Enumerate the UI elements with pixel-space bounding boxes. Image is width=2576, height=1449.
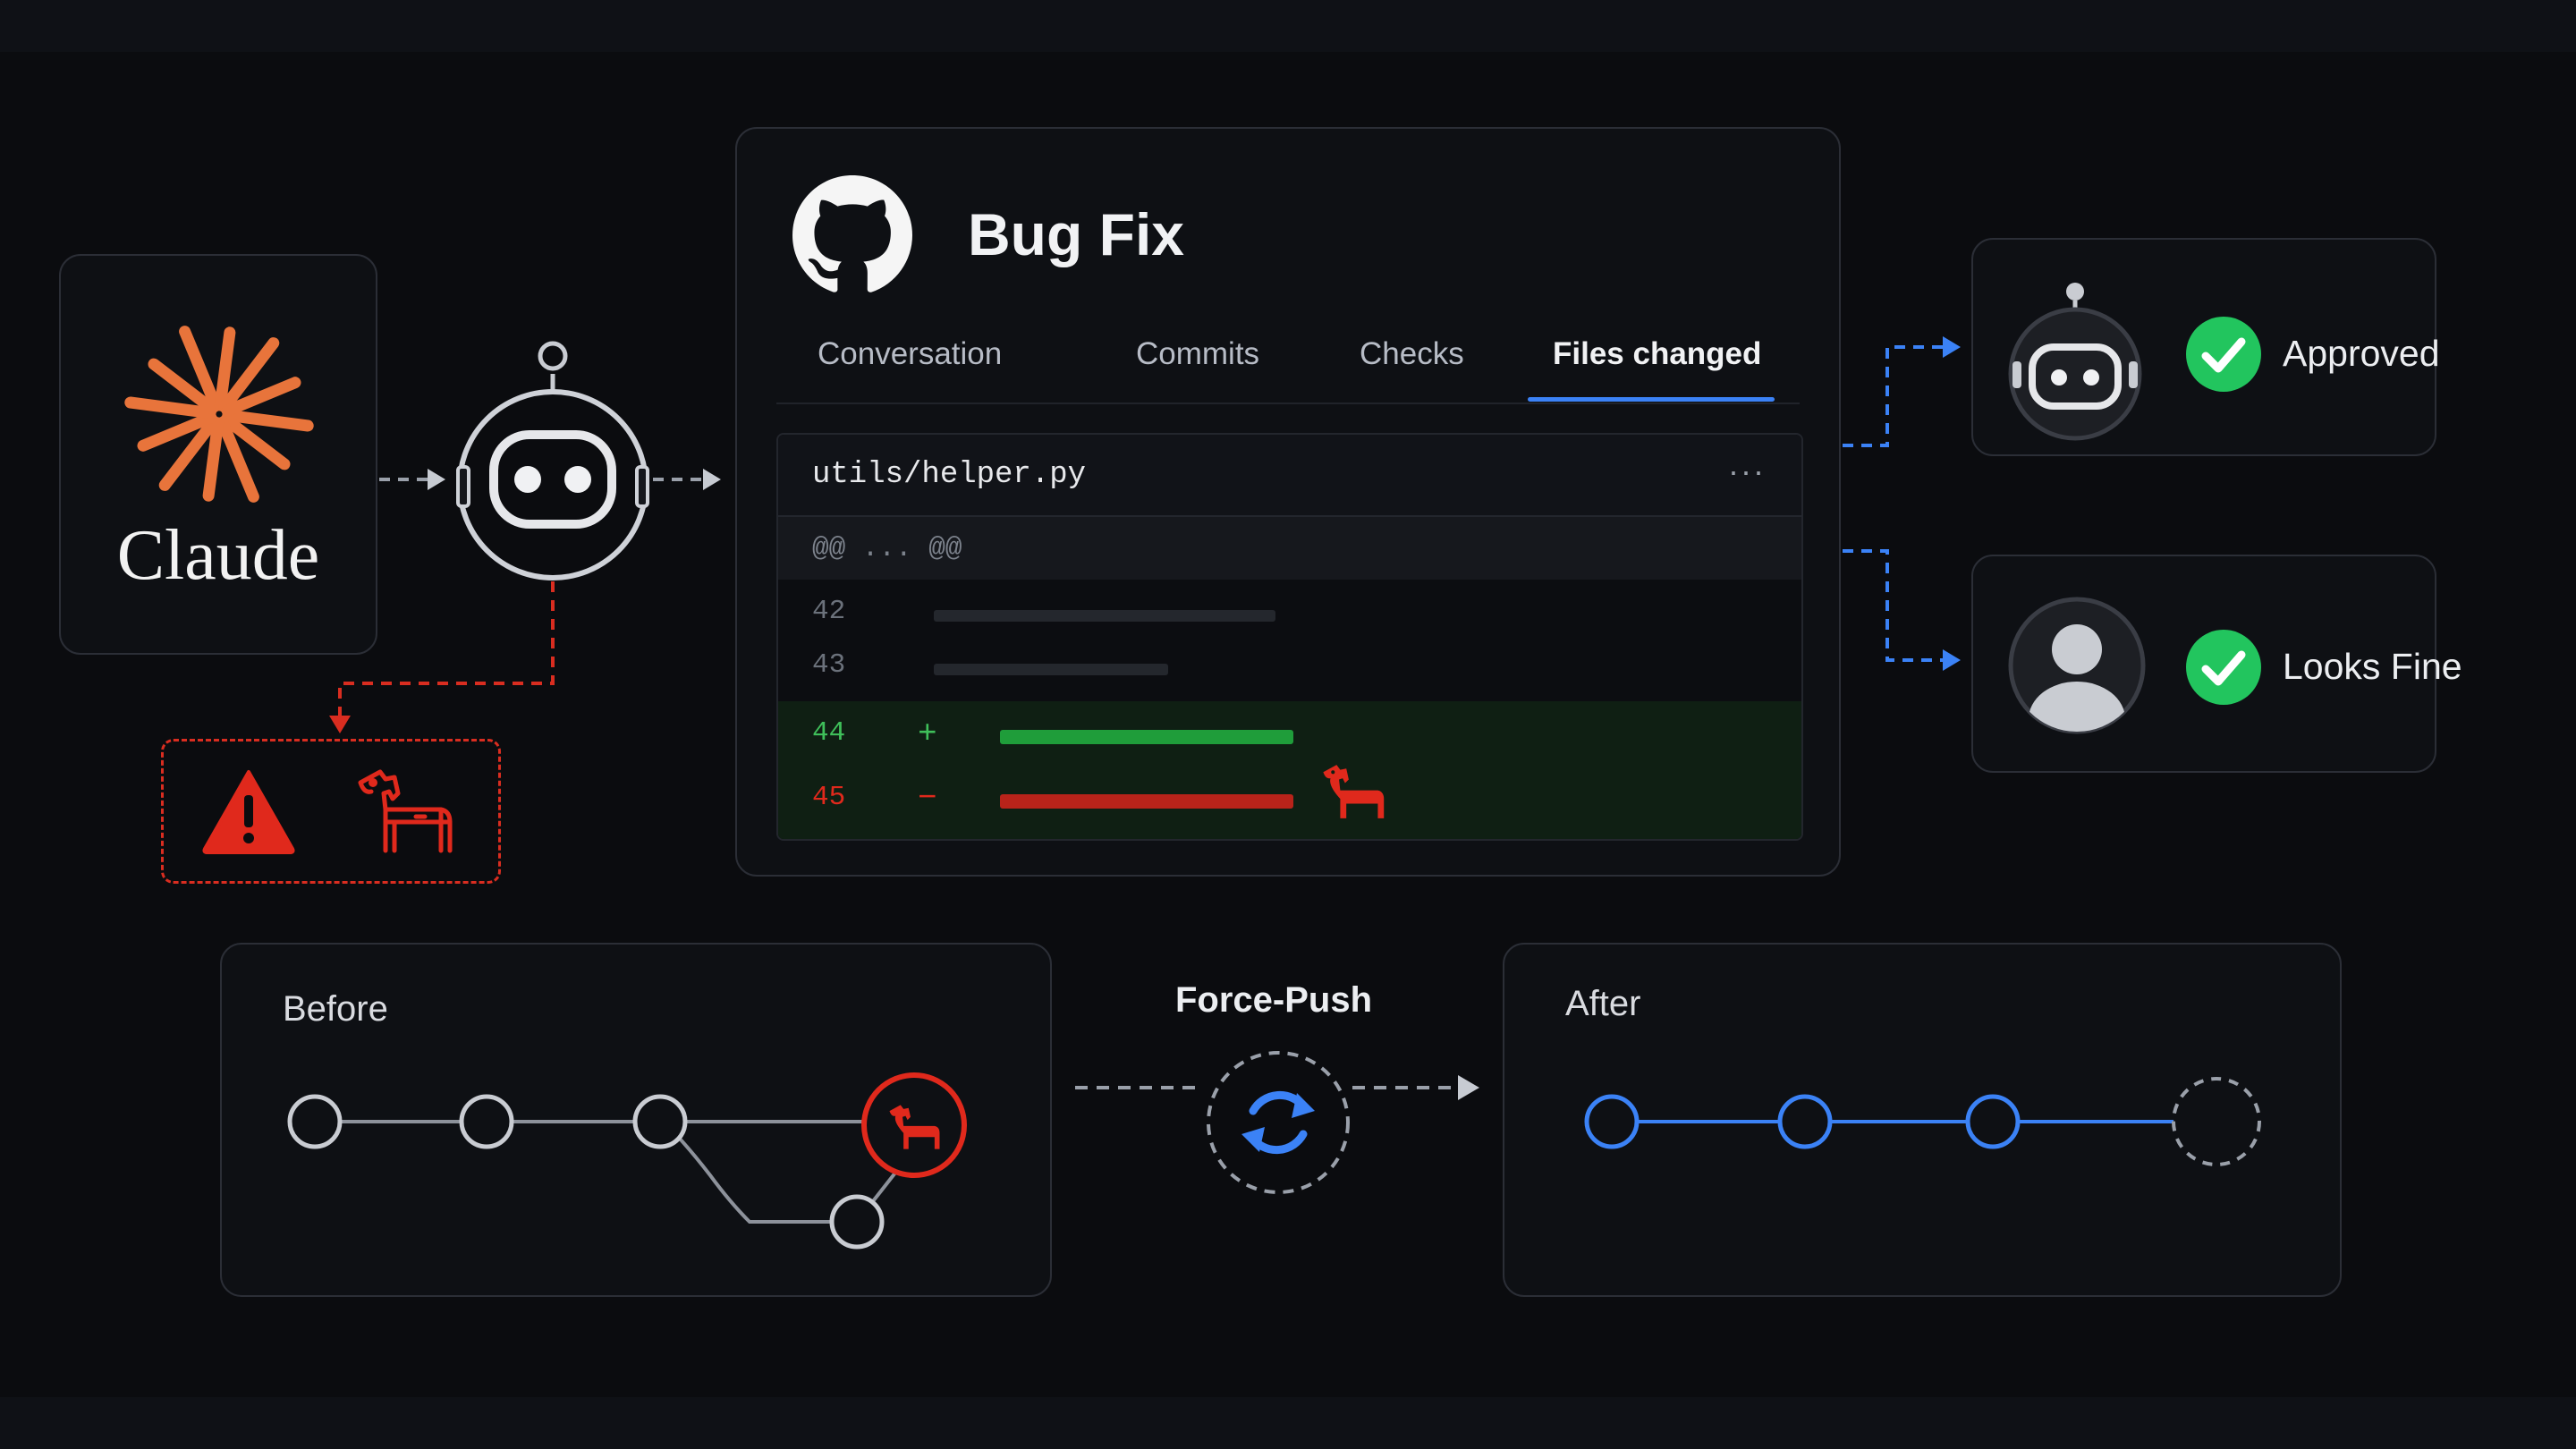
removed-code-bar (1000, 794, 1293, 809)
review-status-label: Approved (2283, 333, 2440, 374)
robot-icon (2008, 283, 2142, 441)
tab-checks[interactable]: Checks (1360, 336, 1464, 371)
warning-icon (202, 770, 295, 854)
after-history-card: After (1503, 943, 2342, 1297)
more-options-icon[interactable]: ··· (1728, 453, 1766, 489)
bottom-band (0, 1397, 2576, 1449)
review-status-label: Looks Fine (2283, 646, 2462, 687)
diff-view: utils/helper.py ··· @@ ... @@ 42 43 44 +… (776, 433, 1803, 841)
file-name[interactable]: utils/helper.py (812, 458, 1087, 492)
changed-lines: 44 + 45 − (778, 701, 1801, 839)
after-commit-graph (1584, 1077, 2261, 1166)
commit-node (829, 1194, 885, 1250)
top-band (0, 0, 2576, 52)
warning-box (161, 739, 501, 884)
code-placeholder (934, 610, 1275, 622)
claude-card: Claude (59, 254, 377, 655)
trojan-horse-icon (1323, 765, 1385, 818)
before-commit-graph (287, 1072, 967, 1250)
pr-title: Bug Fix (968, 201, 1184, 267)
before-label: Before (283, 989, 388, 1029)
tab-files-changed[interactable]: Files changed (1553, 336, 1762, 371)
line-number: 42 (812, 596, 846, 627)
starburst-ray (216, 416, 259, 503)
diff-sign-removed: − (918, 780, 937, 817)
diff-file-header: utils/helper.py ··· (778, 435, 1801, 517)
starburst-ray (158, 415, 220, 491)
tab-commits[interactable]: Commits (1136, 336, 1260, 371)
tabs-divider (776, 402, 1800, 404)
after-label: After (1565, 984, 1641, 1023)
added-code-bar (1000, 730, 1293, 744)
sync-icon (1207, 1051, 1350, 1194)
commit-node (287, 1094, 343, 1149)
bot-review-card: Approved (1971, 238, 2440, 456)
code-placeholder (934, 664, 1168, 675)
commit-node (632, 1094, 688, 1149)
check-icon (2186, 630, 2261, 705)
trojan-horse-icon (358, 769, 453, 853)
line-number: 43 (812, 649, 846, 681)
active-tab-indicator (1528, 397, 1775, 402)
starburst-ray (220, 413, 291, 470)
robot-icon (456, 341, 649, 580)
malicious-commit-node (861, 1072, 967, 1178)
removed-commit-node (2172, 1077, 2261, 1166)
starburst-ray (202, 417, 225, 502)
starburst-ray (137, 411, 217, 452)
commit-node (459, 1094, 514, 1149)
starburst-ray (222, 409, 314, 432)
claude-name: Claude (116, 516, 320, 595)
human-review-card: Looks Fine (1971, 555, 2462, 773)
tab-conversation[interactable]: Conversation (818, 336, 1003, 371)
line-number: 44 (812, 717, 846, 749)
before-history-card: Before (220, 943, 1052, 1297)
user-icon (2008, 597, 2146, 734)
starburst-ray (124, 396, 216, 419)
starburst-ray (221, 377, 301, 417)
force-push-label: Force-Push (1175, 980, 1373, 1020)
pull-request-card: Bug Fix Conversation Commits Checks File… (735, 127, 1841, 877)
starburst-ray (179, 326, 222, 412)
hunk-header: @@ ... @@ (778, 517, 1801, 580)
starburst-ray (214, 326, 236, 411)
commit-node (1777, 1094, 1833, 1149)
commit-node (1584, 1094, 1640, 1149)
diff-sign-added: + (918, 716, 937, 752)
claude-starburst-icon (124, 326, 314, 503)
commit-node (1965, 1094, 2021, 1149)
github-icon (792, 175, 912, 292)
line-number: 45 (812, 782, 846, 813)
hunk-text: @@ ... @@ (812, 533, 962, 564)
check-icon (2186, 317, 2261, 392)
starburst-ray (148, 358, 218, 415)
starburst-ray (218, 337, 280, 413)
